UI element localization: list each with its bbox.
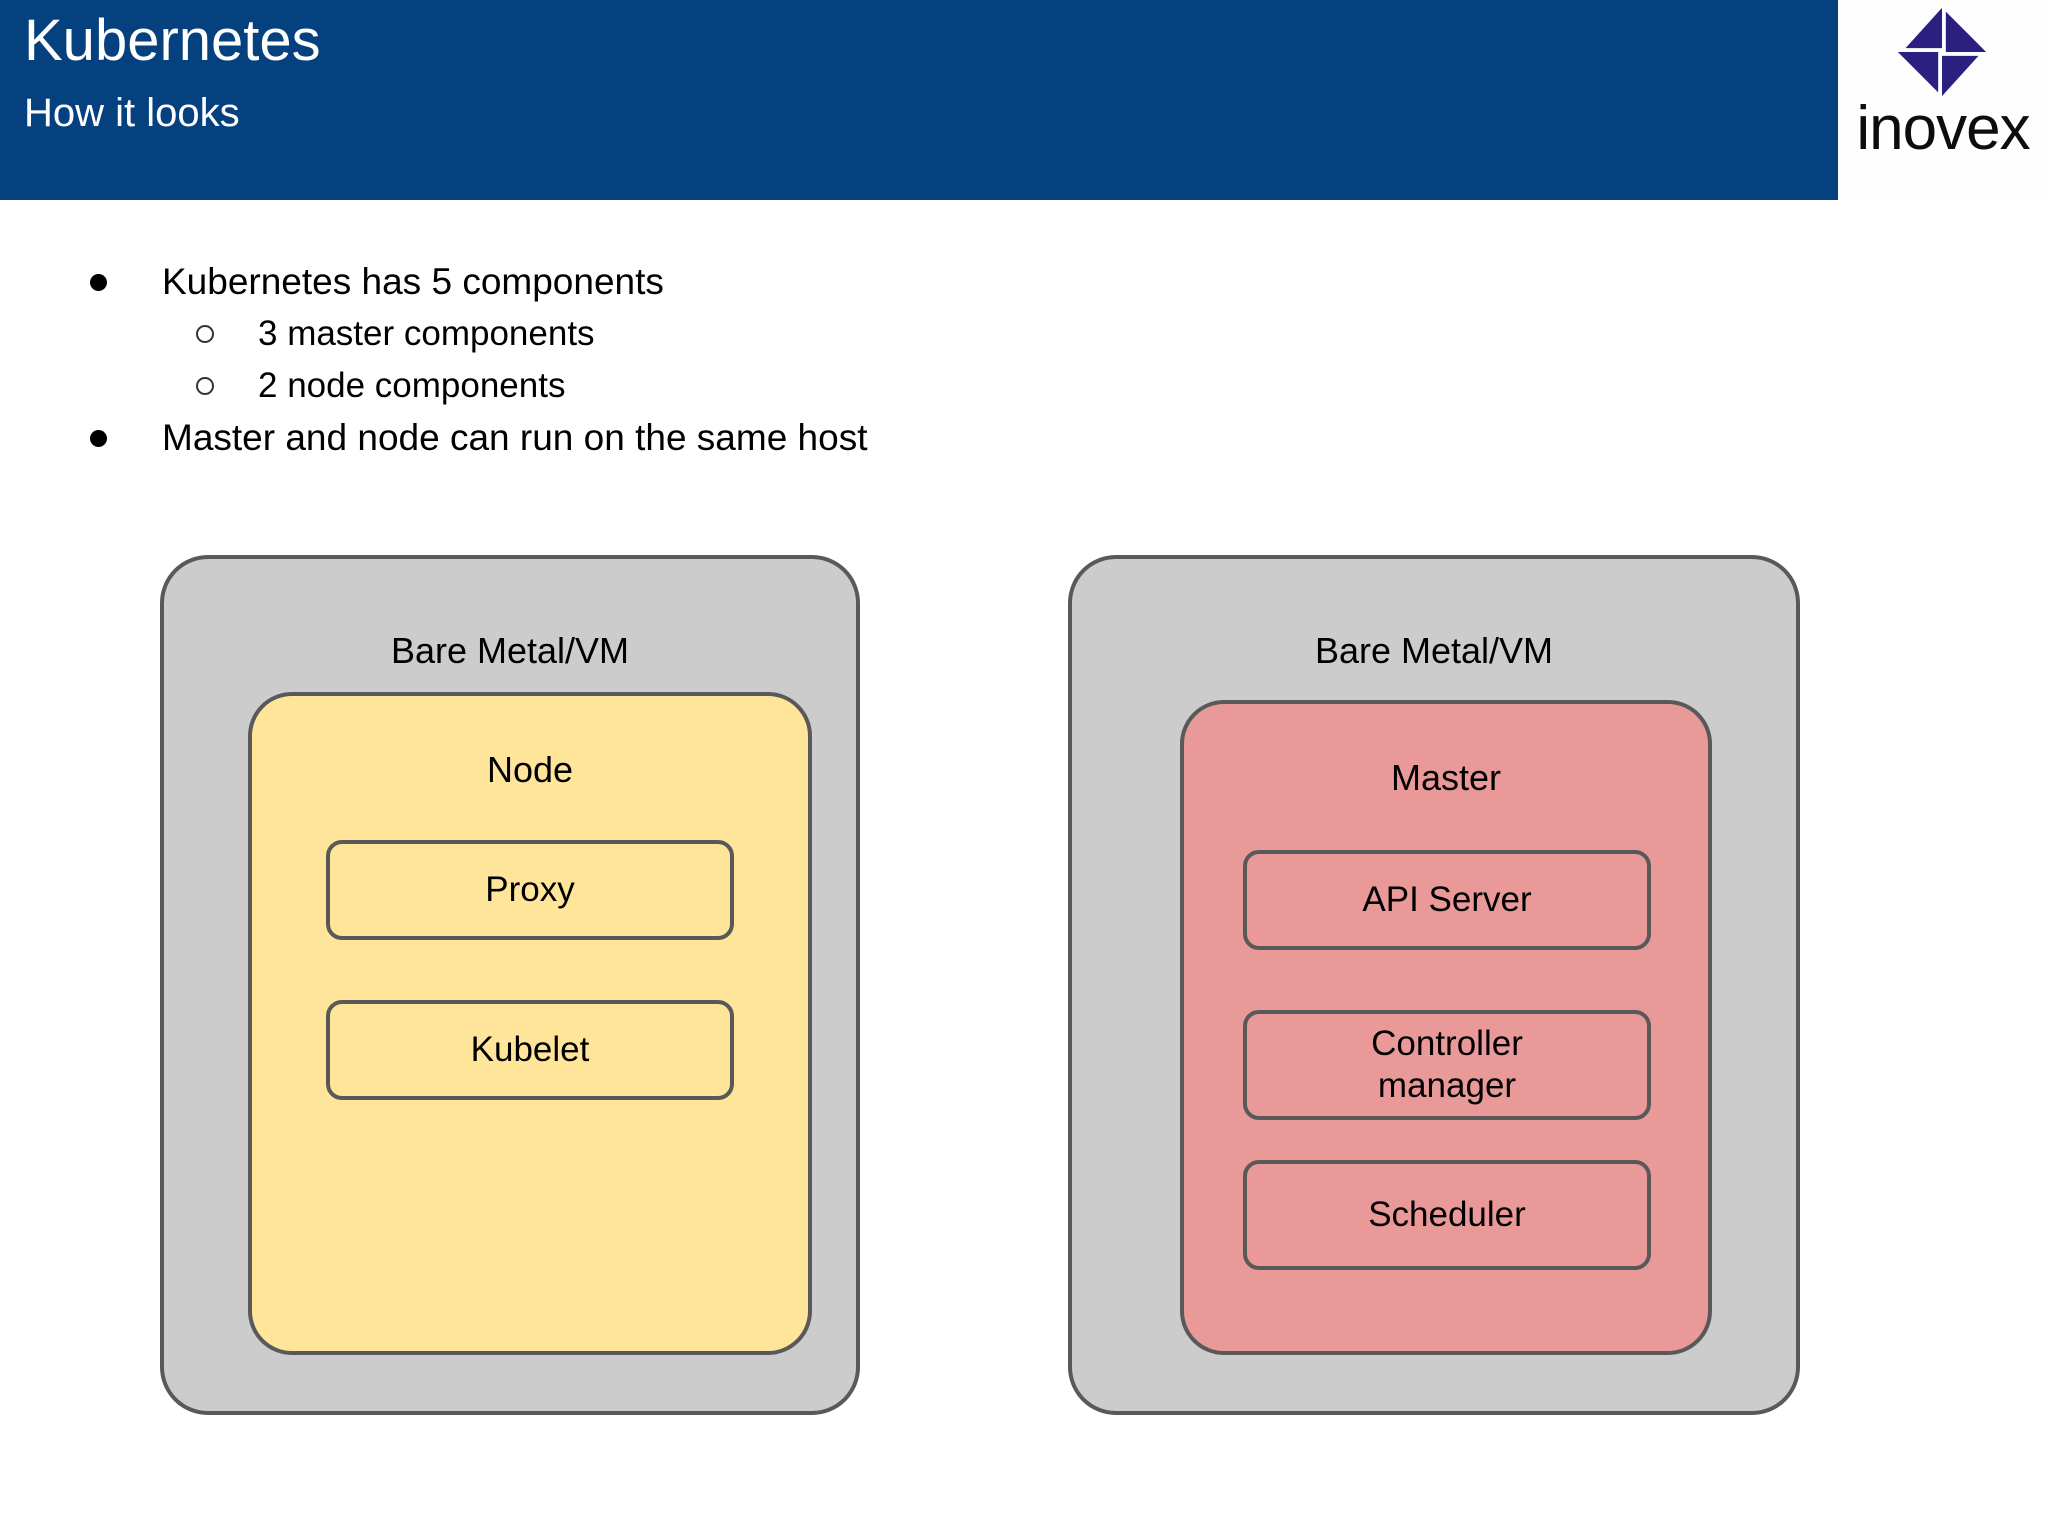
host-box-node-label: Bare Metal/VM [390, 630, 630, 671]
list-item: Master and node can run on the same host [0, 414, 1400, 462]
list-item-label: 2 node components [258, 366, 566, 405]
bullet-list: Kubernetes has 5 components 3 master com… [0, 258, 1400, 466]
page-subtitle: How it looks [24, 91, 240, 135]
list-item: Kubernetes has 5 components [0, 258, 1400, 306]
list-item: 3 master components [0, 310, 1400, 358]
list-item-label: 3 master components [258, 314, 595, 353]
component-box-proxy: Proxy [326, 840, 734, 940]
master-box-label: Master [1390, 757, 1502, 798]
component-box-api-server: API Server [1243, 850, 1651, 950]
list-item-label: Master and node can run on the same host [162, 417, 868, 458]
page-title: Kubernetes [24, 8, 321, 73]
slide-header: Kubernetes How it looks [0, 0, 1838, 200]
list-item: 2 node components [0, 362, 1400, 410]
component-box-kubelet: Kubelet [326, 1000, 734, 1100]
list-item-label: Kubernetes has 5 components [162, 261, 664, 302]
inovex-pinwheel-icon [1894, 4, 1990, 100]
node-box-label: Node [486, 749, 574, 790]
component-box-scheduler: Scheduler [1243, 1160, 1651, 1270]
inovex-wordmark: inovex [1856, 94, 2030, 163]
logo-panel: inovex [1838, 0, 2048, 200]
host-box-master-label: Bare Metal/VM [1314, 630, 1554, 671]
